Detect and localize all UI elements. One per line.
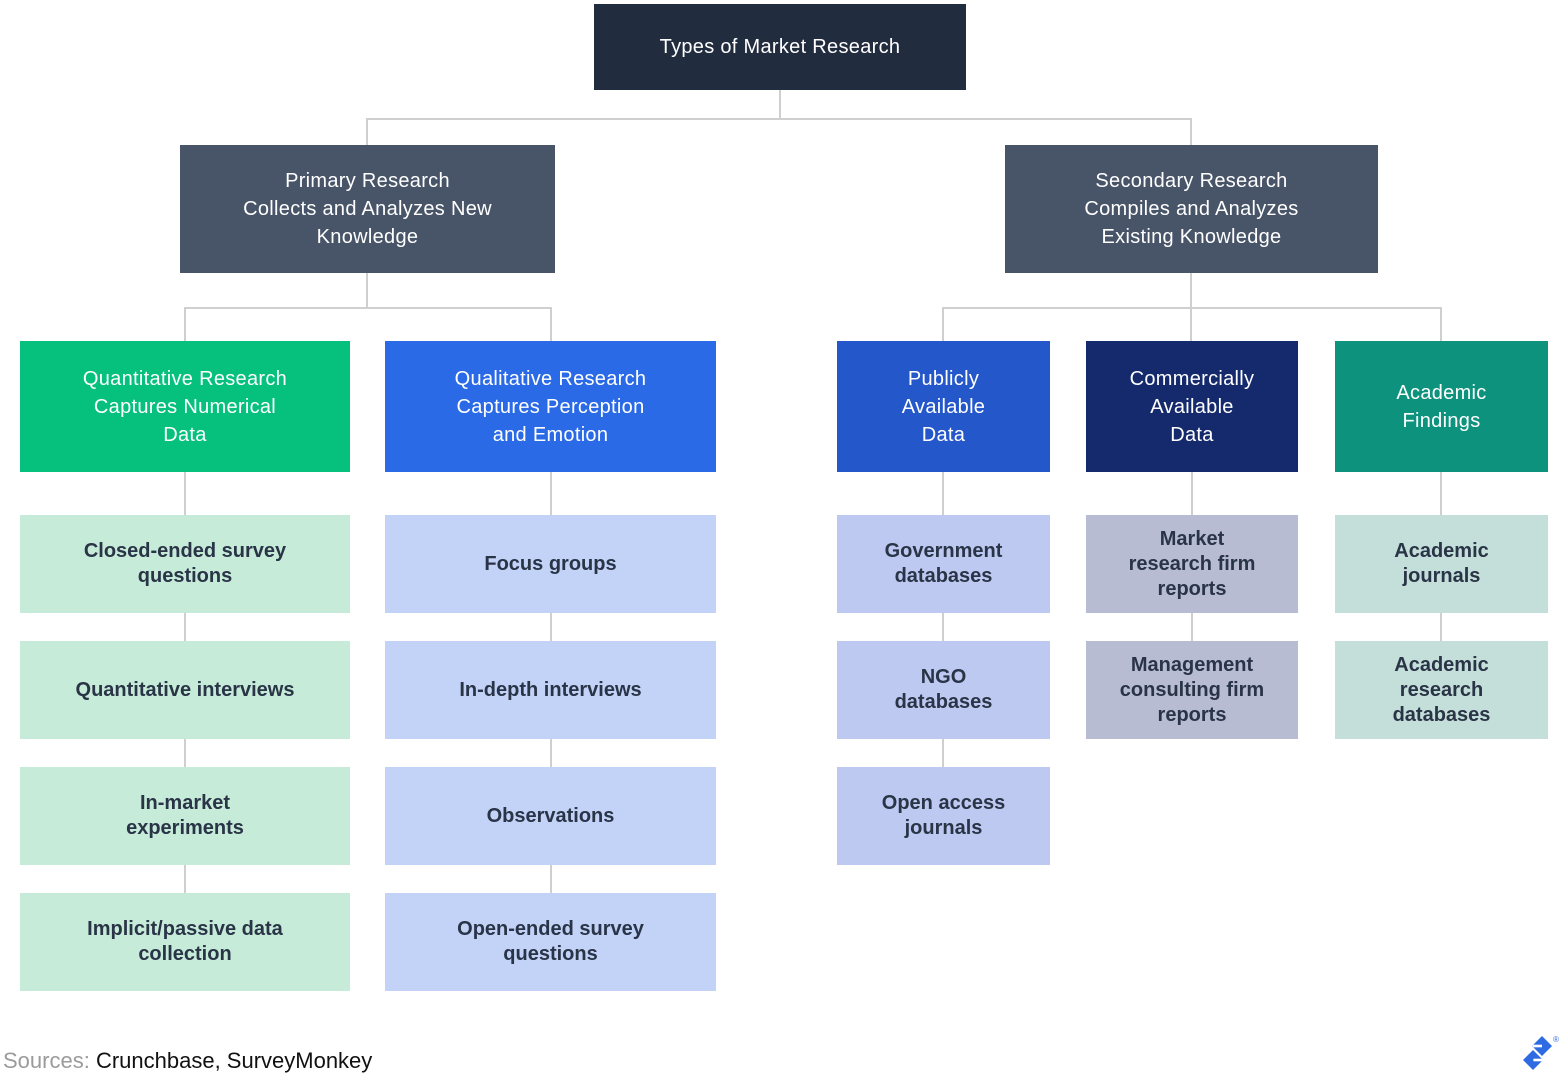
connector-line bbox=[550, 613, 552, 641]
node-commercially-available-data: Commercially Available Data bbox=[1086, 341, 1298, 472]
connector-line bbox=[1440, 307, 1442, 341]
connector-line bbox=[550, 739, 552, 767]
connector-line bbox=[184, 865, 186, 893]
node-implicit-passive-data-collection: Implicit/passive data collection bbox=[20, 893, 350, 991]
node-qualitative-research: Qualitative Research Captures Perception… bbox=[385, 341, 716, 472]
connector-line bbox=[942, 307, 1442, 309]
connector-line bbox=[1191, 472, 1193, 515]
node-academic-research-databases: Academic research databases bbox=[1335, 641, 1548, 739]
node-quantitative-interviews: Quantitative interviews bbox=[20, 641, 350, 739]
connector-line bbox=[942, 613, 944, 641]
node-government-databases: Government databases bbox=[837, 515, 1050, 613]
sources-label: Sources: bbox=[3, 1048, 90, 1073]
node-types-of-market-research: Types of Market Research bbox=[594, 4, 966, 90]
connector-line bbox=[366, 118, 1192, 120]
node-academic-journals: Academic journals bbox=[1335, 515, 1548, 613]
node-open-ended-survey-questions: Open-ended survey questions bbox=[385, 893, 716, 991]
connector-line bbox=[366, 273, 368, 308]
node-primary-research: Primary Research Collects and Analyzes N… bbox=[180, 145, 555, 273]
registered-symbol: ® bbox=[1553, 1035, 1559, 1044]
sources-value: Crunchbase, SurveyMonkey bbox=[89, 1048, 373, 1073]
connector-line bbox=[184, 739, 186, 767]
node-market-research-firm-reports: Market research firm reports bbox=[1086, 515, 1298, 613]
connector-line bbox=[779, 90, 781, 120]
connector-line bbox=[184, 307, 552, 309]
connector-line bbox=[1440, 472, 1442, 515]
connector-line bbox=[550, 472, 552, 515]
connector-line bbox=[366, 118, 368, 145]
connector-line bbox=[942, 472, 944, 515]
connector-line bbox=[184, 307, 186, 341]
toptal-logo-icon: ® bbox=[1523, 1035, 1559, 1070]
node-observations: Observations bbox=[385, 767, 716, 865]
toptal-logo: ® bbox=[1518, 1034, 1560, 1080]
connector-line bbox=[942, 307, 944, 341]
node-quantitative-research: Quantitative Research Captures Numerical… bbox=[20, 341, 350, 472]
connector-line bbox=[942, 739, 944, 767]
node-secondary-research: Secondary Research Compiles and Analyzes… bbox=[1005, 145, 1378, 273]
connector-line bbox=[1191, 613, 1193, 641]
node-publicly-available-data: Publicly Available Data bbox=[837, 341, 1050, 472]
sources-line: Sources: Crunchbase, SurveyMonkey bbox=[3, 1048, 372, 1074]
connector-line bbox=[184, 472, 186, 515]
connector-line bbox=[184, 613, 186, 641]
node-academic-findings: Academic Findings bbox=[1335, 341, 1548, 472]
node-ngo-databases: NGO databases bbox=[837, 641, 1050, 739]
node-open-access-journals: Open access journals bbox=[837, 767, 1050, 865]
connector-line bbox=[550, 307, 552, 341]
node-management-consulting-firm-reports: Management consulting firm reports bbox=[1086, 641, 1298, 739]
connector-line bbox=[1440, 613, 1442, 641]
node-in-depth-interviews: In-depth interviews bbox=[385, 641, 716, 739]
connector-line bbox=[1190, 118, 1192, 145]
connector-line bbox=[550, 865, 552, 893]
node-focus-groups: Focus groups bbox=[385, 515, 716, 613]
node-closed-ended-survey-questions: Closed-ended survey questions bbox=[20, 515, 350, 613]
node-in-market-experiments: In-market experiments bbox=[20, 767, 350, 865]
